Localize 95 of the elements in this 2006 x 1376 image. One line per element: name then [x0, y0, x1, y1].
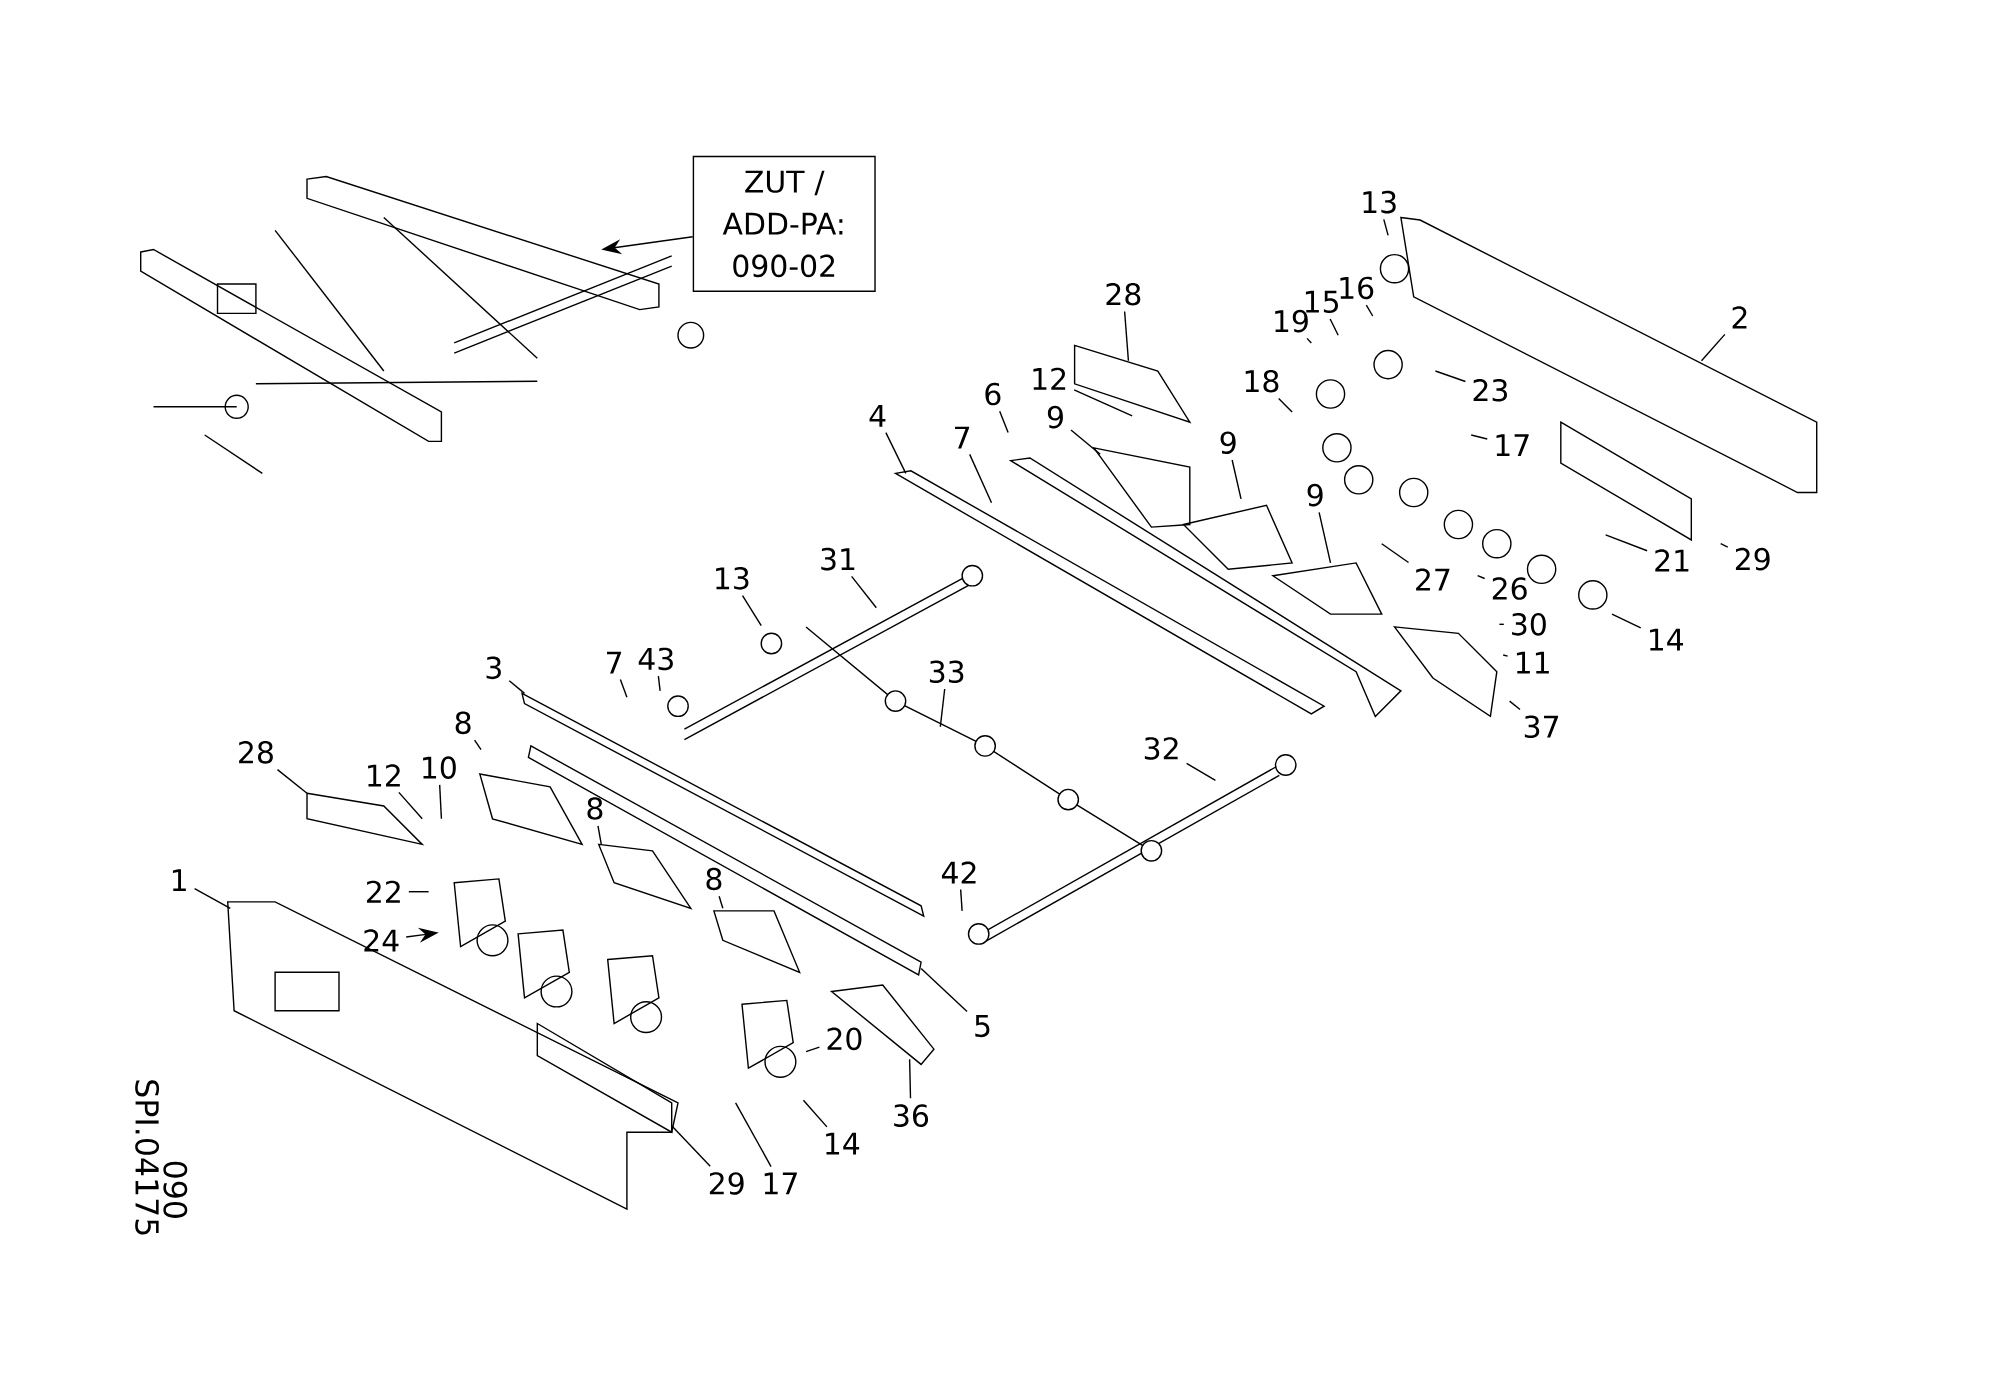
callout-number: 9 — [1220, 431, 1236, 455]
leader-line — [1434, 370, 1467, 383]
leader-line — [939, 688, 946, 728]
leader-line — [805, 1046, 821, 1053]
leader-line — [1720, 543, 1729, 548]
callout-number: 9 — [1047, 405, 1063, 429]
callout-number: 27 — [1416, 568, 1450, 591]
leader-line — [1185, 762, 1217, 782]
leader-line — [802, 1099, 828, 1128]
leader-line — [1476, 575, 1486, 580]
callout-number: 7 — [607, 651, 622, 674]
callout-number: 17 — [1496, 434, 1529, 457]
callout-number: 28 — [1106, 282, 1141, 306]
leader-line — [908, 1058, 912, 1100]
callout-number: 22 — [367, 880, 400, 903]
callout-number: 14 — [826, 1132, 860, 1155]
leader-line — [734, 1102, 772, 1168]
leader-line — [1231, 459, 1242, 500]
callout-number: 36 — [894, 1104, 929, 1127]
leader-line — [718, 895, 724, 909]
leader-line — [969, 453, 993, 504]
callout-number: 12 — [1033, 367, 1066, 390]
callout-number: 32 — [1144, 737, 1178, 760]
callout-number: 8 — [706, 867, 722, 891]
leader-line — [1070, 429, 1101, 455]
callout-number: 29 — [709, 1172, 744, 1195]
leader-line — [1611, 613, 1642, 629]
callout-number: 21 — [1655, 549, 1689, 572]
callout-number: 7 — [955, 426, 970, 449]
callout-number: 23 — [1473, 378, 1507, 402]
callout-number: 33 — [929, 660, 964, 684]
callout-number: 5 — [975, 1014, 990, 1038]
callout-number: 18 — [1245, 369, 1279, 393]
callout-number: 43 — [638, 647, 673, 671]
callout-number: 9 — [1307, 483, 1323, 507]
callout-number: 29 — [1735, 547, 1770, 571]
callout-number: 19 — [1275, 309, 1308, 333]
leader-line — [1365, 304, 1374, 317]
leader-line — [473, 739, 482, 751]
leader-line — [850, 575, 877, 609]
callout-number: 26 — [1492, 577, 1527, 600]
callout-number: 2 — [1732, 306, 1747, 329]
leader-line — [1498, 623, 1505, 626]
callout-number: 28 — [239, 741, 273, 764]
callout-number: 10 — [423, 756, 456, 779]
leader-line — [1383, 218, 1389, 237]
leader-line — [438, 784, 443, 820]
leader-line — [1381, 543, 1410, 564]
leader-line — [1329, 318, 1339, 336]
leader-line — [1277, 397, 1293, 413]
leader-line — [276, 768, 308, 794]
callout-number: 13 — [716, 567, 749, 590]
leader-line — [1502, 654, 1509, 657]
leader-line — [657, 675, 661, 692]
callout-number: 13 — [1363, 190, 1396, 214]
callout-number: 42 — [941, 861, 976, 884]
callout-number: 16 — [1340, 276, 1374, 300]
leader-line — [1318, 511, 1332, 564]
callout-number: 11 — [1516, 651, 1549, 674]
leader-line — [1073, 389, 1133, 417]
callout-number: 14 — [1650, 628, 1683, 651]
callout-number: 20 — [827, 1027, 862, 1051]
callout-number: 6 — [985, 382, 1001, 406]
leader-line — [1123, 310, 1130, 362]
leader-line — [959, 888, 963, 912]
leader-line — [741, 594, 762, 627]
callout-number: 30 — [1512, 613, 1546, 636]
leader-line — [619, 678, 628, 698]
leader-line — [671, 1125, 711, 1167]
callout-number: 4 — [869, 404, 886, 427]
leader-line — [885, 431, 907, 475]
leader-line — [597, 825, 602, 846]
callout-number: 3 — [486, 656, 501, 680]
callout-number: 8 — [455, 711, 471, 735]
leader-line — [408, 891, 430, 893]
leader-line — [1604, 534, 1648, 552]
leader-line — [1508, 700, 1521, 711]
note-box: ZUT / ADD-PA: 090-02 — [692, 155, 876, 292]
leader-line — [999, 410, 1009, 434]
callout-number: 12 — [368, 764, 400, 787]
callout-number: 8 — [587, 797, 603, 820]
leader-line — [1700, 333, 1726, 362]
leader-line — [1470, 434, 1488, 440]
leader-line — [1306, 337, 1312, 344]
callout-number: 17 — [764, 1172, 797, 1195]
callout-number: 1 — [172, 869, 186, 892]
callout-number: 37 — [1524, 715, 1559, 739]
drawing-number: SPI.04175 — [135, 1080, 160, 1235]
leader-line — [508, 680, 526, 695]
callout-number: 24 — [364, 929, 399, 952]
drawing-number: 090 — [163, 1161, 188, 1218]
leader-line — [398, 791, 423, 820]
leader-line — [920, 967, 968, 1013]
callout-number: 31 — [821, 547, 855, 571]
leader-line — [193, 888, 231, 909]
